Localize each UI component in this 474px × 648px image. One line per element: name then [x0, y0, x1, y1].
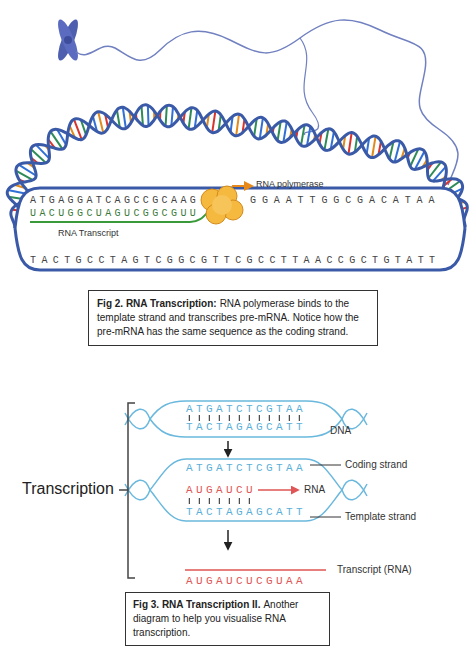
strand-line — [186, 458, 306, 460]
centromere — [64, 36, 72, 44]
pair-tick — [299, 415, 300, 421]
leader-line — [310, 517, 341, 518]
pair-tick — [219, 415, 220, 421]
dna-sequence: ATGAGGATCAGCCGCAAG — [30, 196, 199, 206]
caption-heading: Fig 3. RNA Transcription II. — [133, 599, 260, 610]
part-label: Transcript (RNA) — [337, 565, 412, 575]
chromatin-thread — [300, 38, 319, 135]
base-pair-rung — [372, 136, 376, 158]
step-arrow — [227, 530, 229, 549]
base-pair-rung — [147, 105, 150, 126]
pair-tick — [269, 415, 270, 421]
polymerase-lobe — [212, 195, 232, 215]
strand-twist — [342, 484, 367, 500]
base-pair-rung — [212, 111, 215, 133]
rna-transcript-strand — [30, 210, 210, 222]
base-pair-rung — [123, 107, 126, 128]
base-pair-rung — [348, 132, 351, 154]
base-pair-rung — [189, 108, 192, 129]
process-label: Transcription — [22, 481, 114, 497]
direction-arrow — [232, 185, 252, 187]
pair-tick — [189, 498, 190, 504]
step-arrow — [227, 441, 229, 456]
strand-twist — [342, 480, 367, 496]
pair-tick — [249, 415, 250, 421]
pair-tick — [239, 415, 240, 421]
rna-sequence: UACUGGCUAGUCGGCGUU — [30, 209, 199, 219]
caption-heading: Fig 2. RNA Transcription: — [97, 298, 217, 309]
leader-line — [310, 465, 341, 466]
dna-double-strand — [125, 401, 367, 437]
part-label: Template strand — [345, 512, 416, 522]
rna-direction-arrow — [258, 489, 298, 491]
strand-line — [186, 520, 306, 522]
part-label: RNA — [304, 485, 325, 495]
transcript-line — [185, 569, 326, 571]
base-pair-rung — [166, 106, 167, 127]
dna-sequence: ATGATCTCGTAA — [186, 404, 306, 415]
chromatid — [54, 17, 82, 62]
part-label: RNA polymerase — [256, 180, 324, 189]
strand-line — [150, 401, 186, 419]
strand-line — [150, 419, 186, 437]
part-label: DNA — [330, 426, 351, 436]
pair-tick — [199, 415, 200, 421]
pair-tick — [209, 498, 210, 504]
pair-tick — [279, 415, 280, 421]
dna-sequence: TACTAGAGCATT — [186, 507, 306, 518]
pair-tick — [229, 415, 230, 421]
base-pair-rung — [324, 129, 328, 150]
bubble-fill — [15, 188, 465, 270]
pair-tick — [249, 498, 250, 504]
caption-box: Fig 2. RNA Transcription:RNA polymerase … — [88, 290, 378, 346]
coding-strand-backbone — [15, 188, 465, 228]
pair-tick — [229, 498, 230, 504]
caption-box: Fig 3. RNA Transcription II.Another diag… — [125, 592, 330, 646]
dna-bubble — [125, 459, 367, 521]
pair-tick — [189, 415, 190, 421]
pair-tick — [239, 498, 240, 504]
pair-tick — [259, 415, 260, 421]
pair-tick — [209, 415, 210, 421]
base-pair-rung — [98, 112, 103, 133]
bracket — [119, 403, 135, 578]
strand-line — [186, 436, 306, 438]
chromatid — [54, 17, 82, 62]
strand-line — [150, 459, 186, 490]
chromosome — [54, 17, 82, 62]
strand-line — [306, 401, 342, 419]
pair-tick — [199, 498, 200, 504]
rna-polymerase — [201, 186, 243, 224]
dna-sequence: TACTGCCTAGTCGGCGTTCGCCTTAACCGCTGTATT — [30, 256, 440, 266]
part-label: Coding strand — [345, 460, 407, 470]
base-pair-rung — [236, 114, 239, 136]
strand-line — [150, 490, 186, 521]
template-strand-backbone — [15, 228, 465, 270]
strand-line — [186, 400, 306, 402]
strand-twist — [342, 409, 367, 425]
dna-sequence: ATGATCTCGTAA — [186, 463, 306, 474]
pair-tick — [289, 415, 290, 421]
dna-sequence: GGAATTGGCGACATAA — [250, 196, 440, 206]
rna-sequence: AUGAUCUCGUAA — [186, 576, 306, 587]
part-label: RNA Transcript — [58, 229, 119, 238]
pair-tick — [219, 498, 220, 504]
rna-sequence: AUGAUCU — [186, 485, 256, 496]
base-pair-rung — [260, 118, 263, 139]
dna-sequence: TACTAGAGCATT — [186, 422, 306, 433]
